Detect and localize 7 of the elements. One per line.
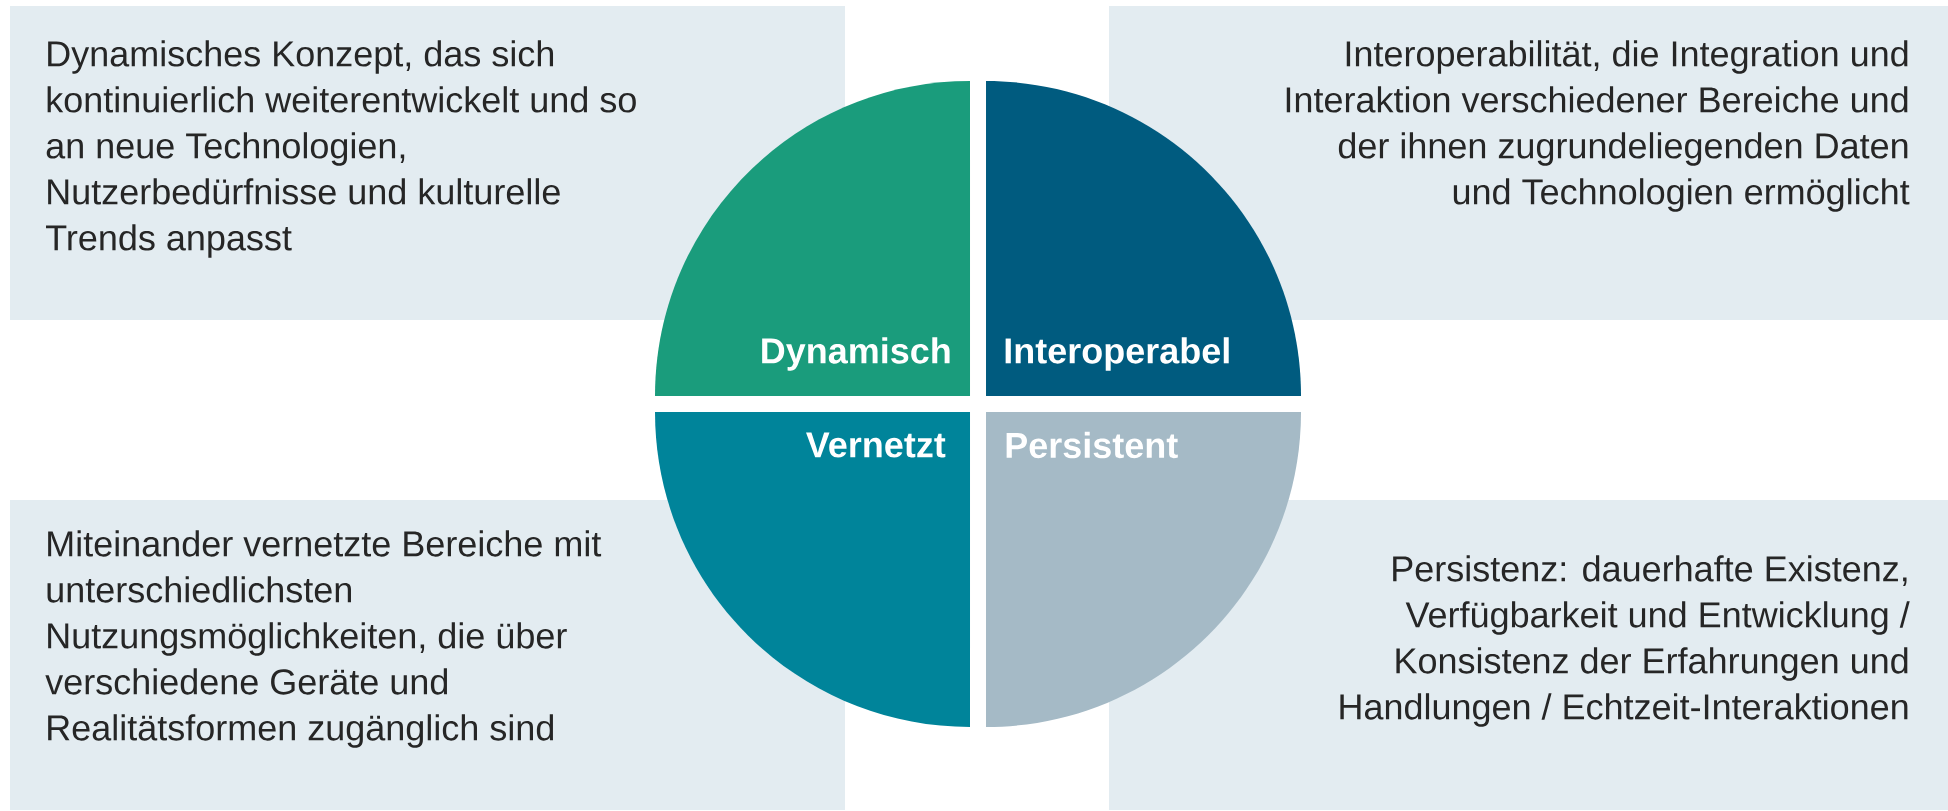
text-box: Miteinander vernetzte Bereiche mit unterschiedlichsten Nutzungsmöglichkeiten, die über verschiedene Geräte und Realitätsformen zugänglich sind <box>10 500 845 810</box>
text-box: Interoperabilität, die Integration und Interaktion verschiedener Bereiche und der ihnen zugrundeliegenden Daten und Technologien ermöglicht <box>1109 6 1948 320</box>
quadrant-segment: Dynamisch <box>655 81 970 396</box>
quadrant-segment: Persistent <box>986 412 1301 727</box>
text-box: Persistenz: dauerhafte Existenz, Verfügbarkeit und Entwicklung / Konsistenz der Erfahrungen und Handlungen / Echtzeit-Interaktionen <box>1109 500 1948 810</box>
quadrant-segment: Vernetzt <box>655 412 970 727</box>
text-box: Dynamisches Konzept, das sich kontinuierlich weiterentwickelt und so an neue Technologien, Nutzerbedürfnisse und kulturelle Trends anpasst <box>10 6 845 320</box>
